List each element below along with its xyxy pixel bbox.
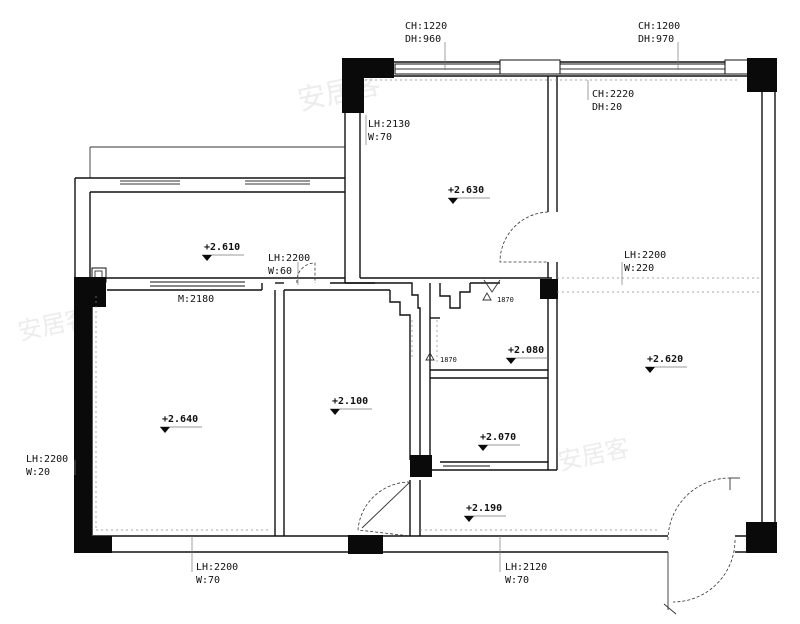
lintel-w-label: W:70: [505, 575, 529, 586]
leader-lines: [74, 42, 679, 572]
spot-heights: 1870 1870: [425, 292, 514, 364]
lintel-lh-label: LH:2120: [505, 562, 547, 573]
lintel-w-label: W:70: [196, 575, 220, 586]
svg-text:+2.630: +2.630: [448, 185, 484, 196]
lintel-labels: LH:2130 W:70 LH:2200 W:60 LH:2200 W:220 …: [26, 119, 666, 586]
spot-height-label: 1870: [497, 296, 514, 304]
svg-text:+2.640: +2.640: [162, 414, 198, 425]
column: [410, 455, 432, 477]
reference-lines: [95, 79, 762, 531]
level-marker-bath-upper: +2.080: [506, 345, 548, 364]
level-marker-bath-lower: +2.070: [478, 432, 520, 451]
column: [74, 536, 112, 553]
spot-height-label: 1870: [440, 356, 457, 364]
window-dh-label: DH:970: [638, 34, 674, 45]
column: [342, 58, 364, 113]
watermark: 安居客 安居客 安居客: [15, 67, 631, 476]
svg-text:+2.100: +2.100: [332, 396, 368, 407]
level-marker-living: +2.620: [645, 354, 687, 373]
column: [540, 279, 558, 299]
lintel-w-label: W:220: [624, 263, 654, 274]
column: [348, 535, 383, 554]
windows: [91, 59, 751, 283]
walls: [74, 61, 776, 553]
lintel-w-label: W:20: [26, 467, 50, 478]
level-marker-room-mid: +2.100: [330, 396, 372, 415]
window-ch-label: CH:1200: [638, 21, 680, 32]
doors: [296, 211, 740, 615]
column: [74, 278, 92, 553]
door-main: [667, 477, 731, 541]
level-marker-entry: +2.190: [464, 503, 506, 522]
lintel-lh-label: LH:2130: [368, 119, 410, 130]
opening-width-label: M:2180: [178, 294, 214, 305]
window-ch-label: CH:1220: [405, 21, 447, 32]
window-dh-label: DH:20: [592, 102, 622, 113]
level-marker-bedroom-sw: +2.640: [160, 414, 202, 433]
watermark-text: 安居客: [555, 434, 631, 476]
svg-text:+2.190: +2.190: [466, 503, 502, 514]
lintel-lh-label: LH:2200: [26, 454, 68, 465]
window-north-corner: [724, 59, 751, 75]
column: [746, 522, 777, 553]
svg-text:+2.620: +2.620: [647, 354, 683, 365]
window-dh-label: DH:960: [405, 34, 441, 45]
door-upper-room: [499, 211, 549, 263]
door-entry: [357, 481, 411, 537]
door-corridor: [296, 262, 316, 284]
lintel-lh-label: LH:2200: [268, 253, 310, 264]
lintel-lh-label: LH:2200: [196, 562, 238, 573]
window-head-labels: CH:1220 DH:960 CH:1200 DH:970 CH:2220 DH…: [405, 21, 680, 113]
svg-text:+2.070: +2.070: [480, 432, 516, 443]
level-marker-bedroom-north: +2.630: [448, 185, 490, 204]
lintel-lh-label: LH:2200: [624, 250, 666, 261]
window-ch-label: CH:2220: [592, 89, 634, 100]
lintel-w-label: W:70: [368, 132, 392, 143]
svg-text:+2.080: +2.080: [508, 345, 544, 356]
columns: [74, 58, 777, 554]
level-marker-balcony: +2.610: [202, 242, 244, 261]
svg-text:+2.610: +2.610: [204, 242, 240, 253]
level-markers: +2.630 +2.610 +2.640 +2.100 +2.080 +2.07…: [160, 185, 687, 522]
column: [747, 58, 777, 92]
lintel-w-label: W:60: [268, 266, 292, 277]
window-north-mid: [499, 59, 561, 75]
